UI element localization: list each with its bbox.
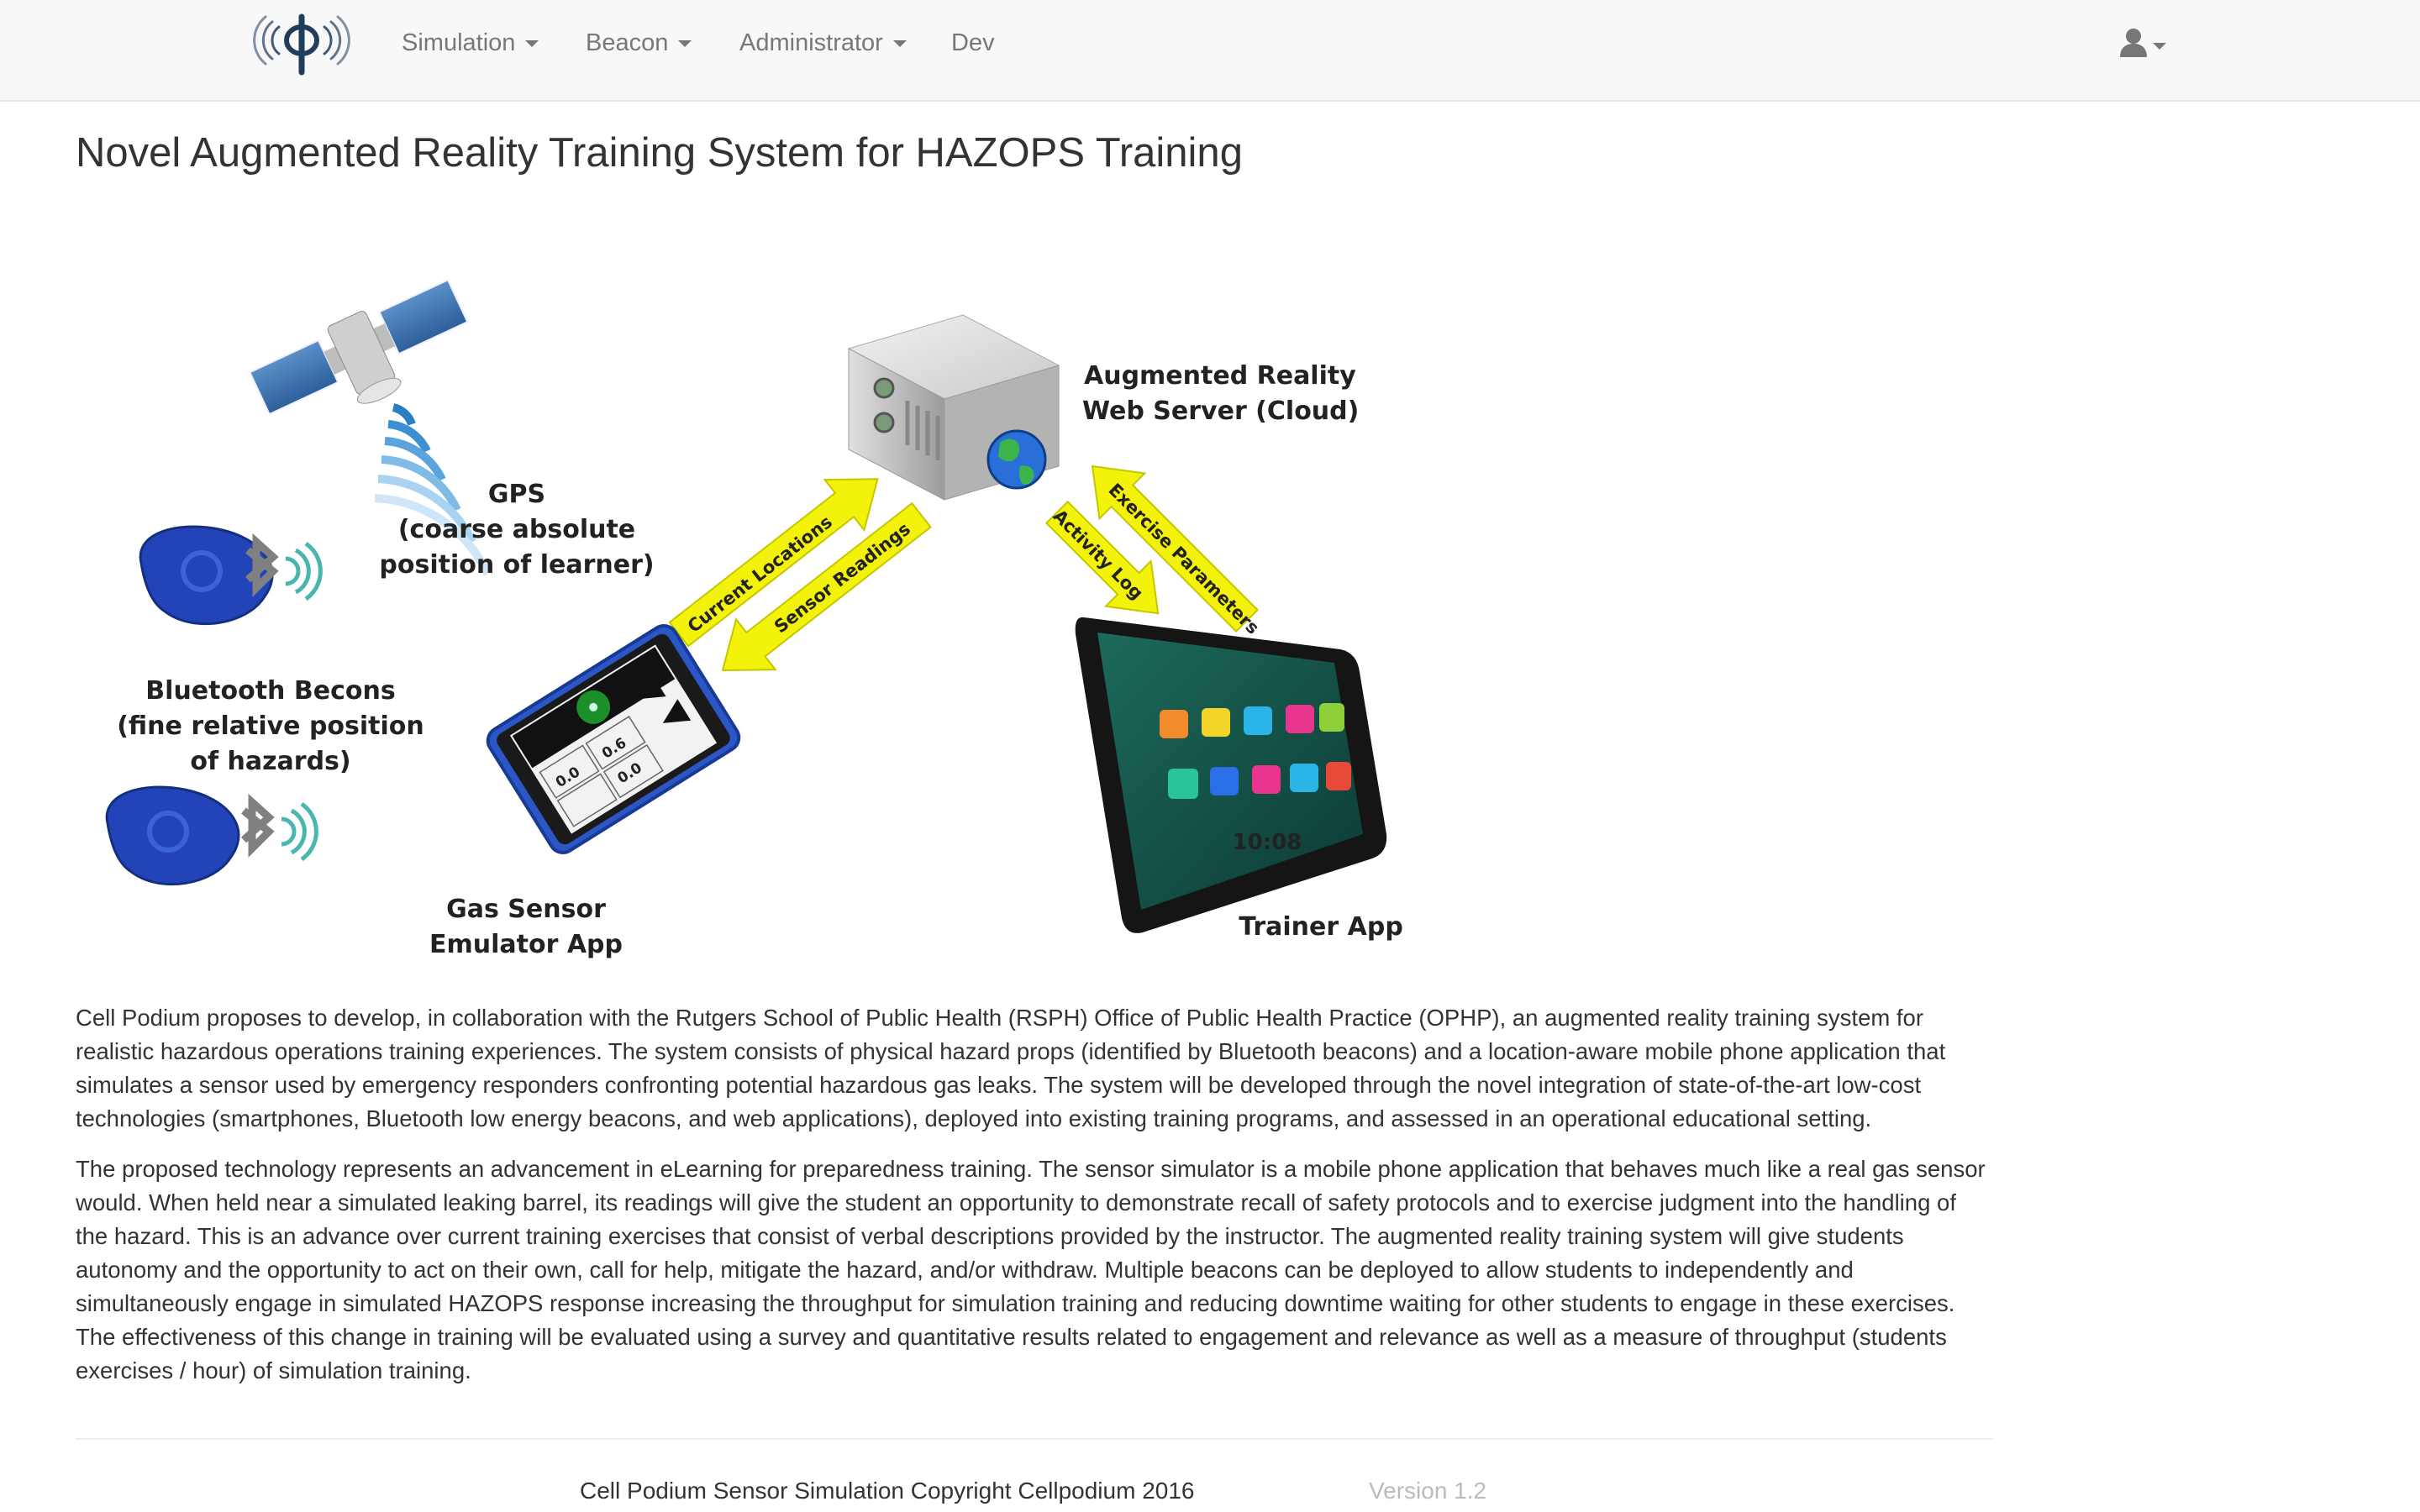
nav-simulation-label: Simulation (402, 29, 516, 56)
nav-dev-link[interactable]: Dev (951, 26, 995, 60)
technology-paragraph: The proposed technology represents an ad… (76, 1156, 1986, 1383)
gps-label-line2: (coarse absolute (398, 515, 635, 544)
sensor-app-label-line2: Emulator App (429, 930, 623, 959)
nav-beacon-dropdown[interactable]: Beacon (586, 26, 692, 60)
footer-version: Version 1.2 (1369, 1478, 1487, 1504)
sensor-app-label-line1: Gas Sensor (446, 895, 606, 924)
top-navbar: Simulation Beacon Administrator Dev (0, 0, 2420, 102)
nav-administrator-dropdown[interactable]: Administrator (739, 26, 907, 60)
nav-administrator-label: Administrator (739, 29, 883, 56)
bluetooth-beacon-icon (105, 785, 318, 886)
footer-copyright: Cell Podium Sensor Simulation Copyright … (580, 1478, 1195, 1504)
nav-beacon-label: Beacon (586, 29, 669, 56)
footer-divider (76, 1438, 1993, 1440)
caret-down-icon (678, 40, 692, 48)
server-label-line1: Augmented Reality (1084, 361, 1356, 391)
gps-satellite-icon (249, 279, 469, 416)
globe-icon (986, 429, 1047, 490)
gas-sensor-phone-icon: 0.0 0.6 0.0 (486, 624, 741, 854)
beacons-label-line1: Bluetooth Becons (145, 676, 395, 706)
caret-down-icon (892, 40, 907, 48)
nav-simulation-dropdown[interactable]: Simulation (402, 26, 539, 60)
brand-logo-icon[interactable] (249, 5, 355, 79)
gps-signal-icon (374, 403, 492, 576)
user-menu-dropdown[interactable] (2119, 25, 2170, 62)
bluetooth-beacon-icon (139, 525, 323, 626)
trainer-app-label: Trainer App (1239, 912, 1403, 942)
gps-label-line3: position of learner) (379, 550, 654, 580)
intro-paragraph: Cell Podium proposes to develop, in coll… (76, 1005, 1946, 1131)
system-architecture-diagram: GPS (coarse absolute position of learner… (105, 279, 1403, 959)
gps-label-line1: GPS (488, 480, 545, 509)
nav-dev-label: Dev (951, 29, 995, 56)
tablet-clock: 10:08 (1233, 830, 1302, 855)
tablet-app-icons (1160, 703, 1351, 799)
user-icon (2120, 29, 2166, 57)
caret-down-icon (525, 40, 539, 48)
beacons-label-line3: of hazards) (190, 747, 350, 776)
trainer-tablet-icon: 10:08 (1075, 617, 1387, 933)
server-label-line2: Web Server (Cloud) (1082, 396, 1359, 426)
page-title: Novel Augmented Reality Training System … (76, 130, 1243, 176)
caret-down-icon (2153, 43, 2166, 50)
phi-wave-logo-icon (253, 13, 350, 76)
beacons-label-line2: (fine relative position (117, 711, 424, 741)
arrow-exercise-parameters-label: Exercise Parameters (1105, 480, 1264, 638)
